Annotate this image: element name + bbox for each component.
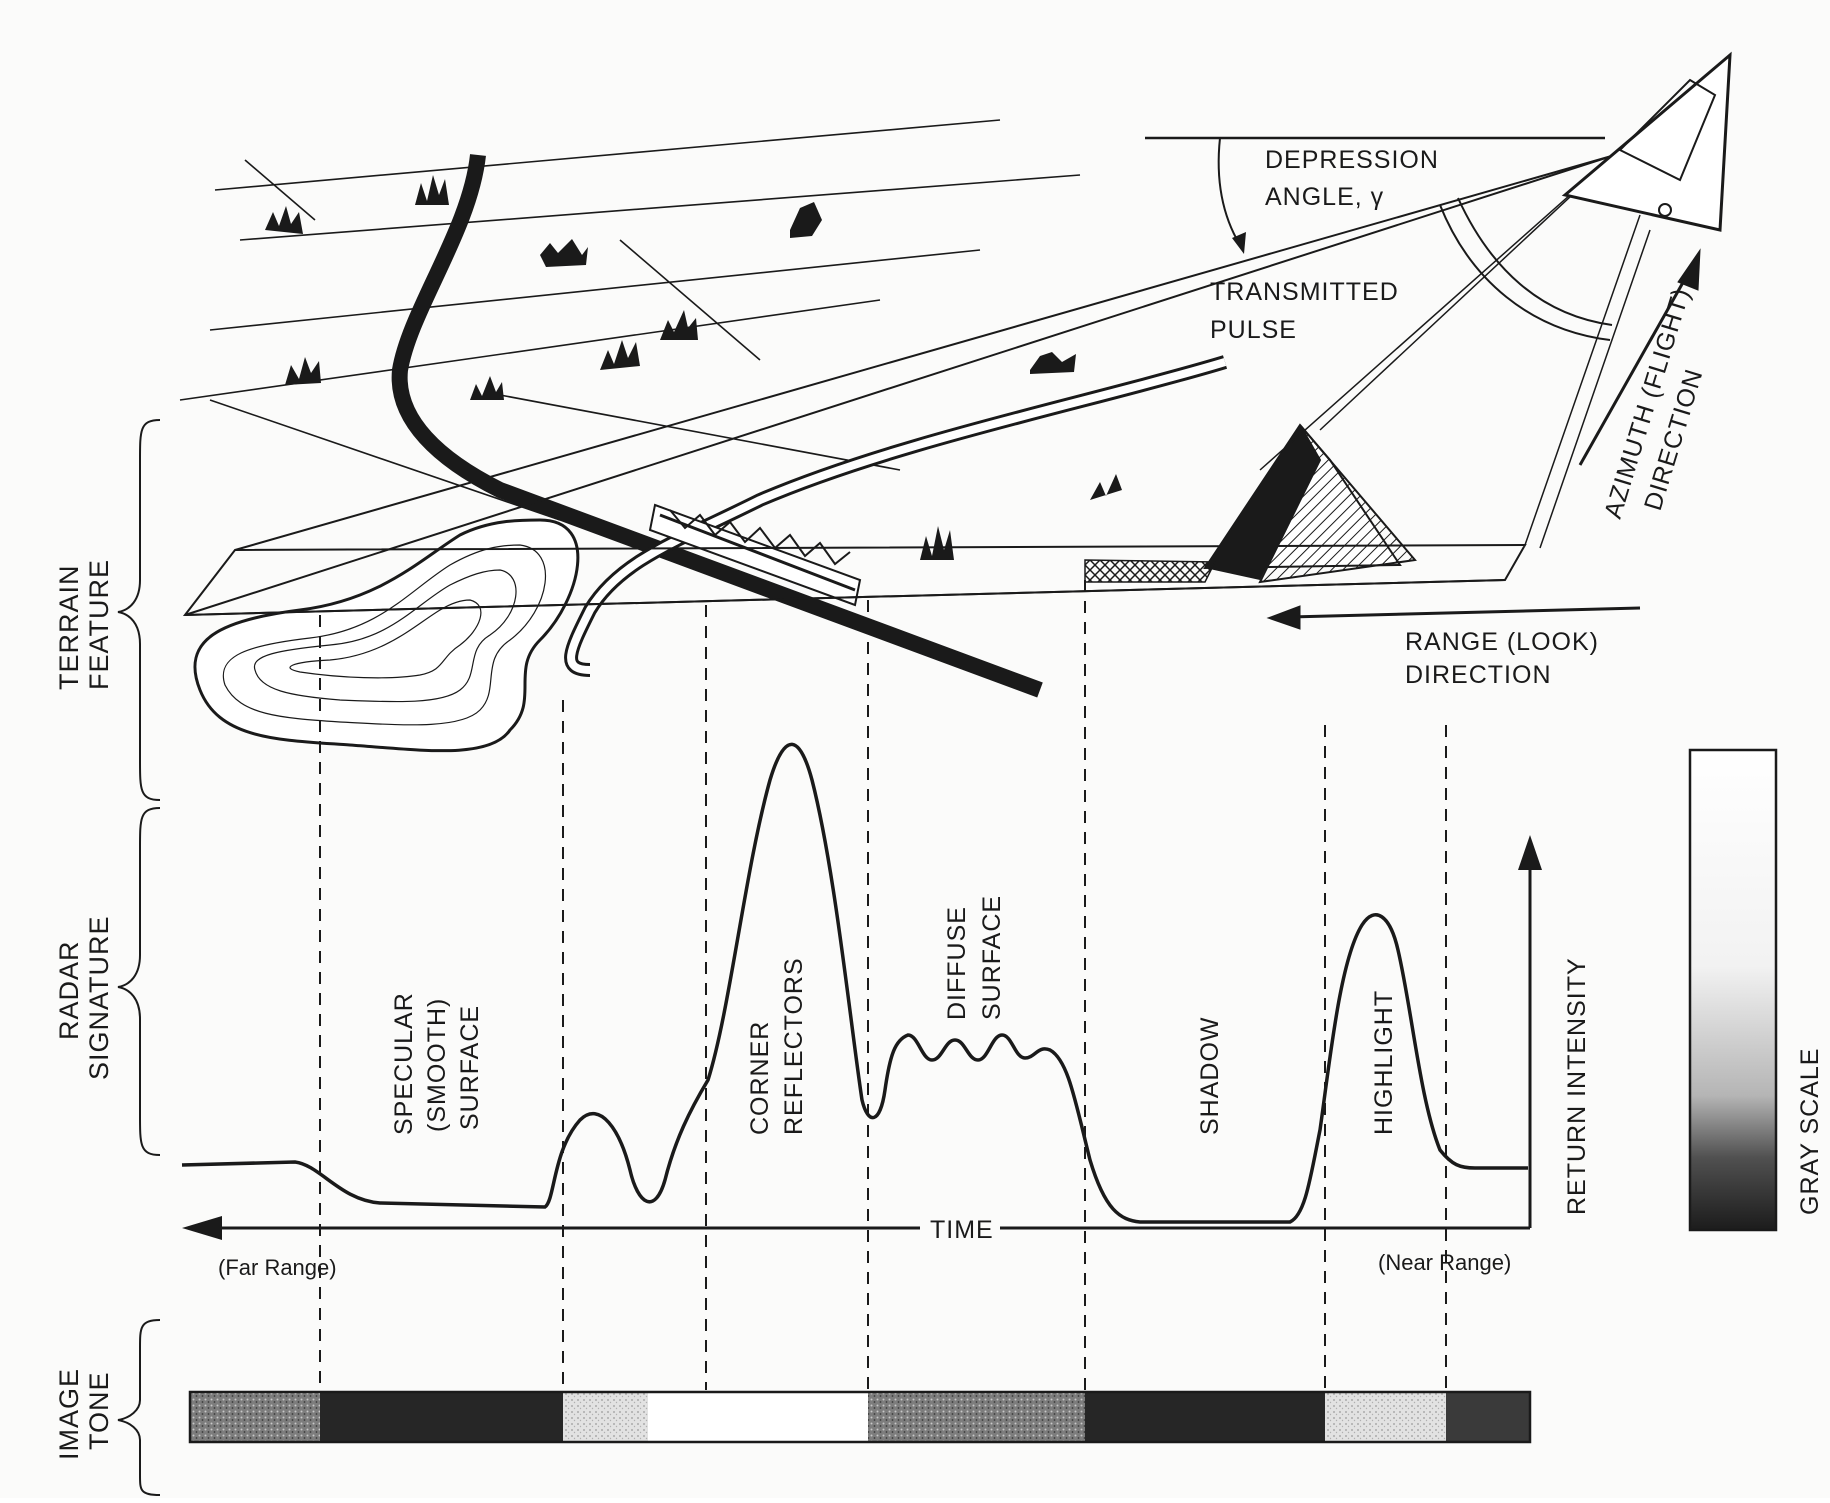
corner-label-1: CORNER	[746, 1021, 774, 1135]
aircraft-geometry	[184, 51, 1732, 630]
diffuse-label-1: DIFFUSE	[943, 906, 971, 1020]
road	[391, 154, 1043, 698]
terrain-plane	[182, 543, 1527, 617]
tone-shadow-dark	[1085, 1392, 1325, 1442]
gray-scale-label: GRAY SCALE	[1796, 1048, 1824, 1215]
specular-label-1: SPECULAR	[390, 992, 418, 1135]
field-lines	[179, 119, 1081, 521]
radar-signature-curve	[181, 742, 1528, 1224]
far-range-label: (Far Range)	[218, 1255, 337, 1280]
return-intensity-label: RETURN INTENSITY	[1563, 957, 1591, 1215]
tone-highlight-light	[1325, 1392, 1446, 1442]
transmitted-label: TRANSMITTED	[1210, 278, 1399, 306]
range-label-2: DIRECTION	[1405, 661, 1552, 689]
tone-corner-white	[648, 1392, 868, 1442]
signature-axes	[182, 835, 1542, 1240]
specular-label-3: SURFACE	[456, 1005, 484, 1130]
depression-label-2: ANGLE, γ	[1265, 183, 1384, 211]
image-tone-label-2: TONE	[84, 1371, 114, 1450]
tone-far-speckle	[190, 1392, 320, 1442]
image-tone-strip	[188, 1390, 1532, 1444]
specular-label-2: (SMOOTH)	[423, 998, 451, 1132]
bridge	[648, 503, 862, 607]
tone-near-dark	[1446, 1392, 1530, 1442]
range-label: RANGE (LOOK)	[1405, 628, 1599, 656]
shadow-label: SHADOW	[1196, 1017, 1224, 1136]
radar-signature-label-2: SIGNATURE	[84, 915, 114, 1080]
side-braces	[117, 419, 161, 1496]
corner-label-2: REFLECTORS	[780, 957, 808, 1135]
image-tone-label: IMAGE	[54, 1368, 84, 1460]
terrain-feature-label: TERRAIN	[54, 564, 84, 690]
time-label: TIME	[930, 1216, 994, 1244]
terrain-feature-label-2: FEATURE	[84, 559, 114, 690]
depression-label: DEPRESSION	[1265, 146, 1439, 174]
radar-signature-label: RADAR	[54, 940, 84, 1040]
lake	[193, 518, 580, 753]
diffuse-label-2: SURFACE	[978, 895, 1006, 1020]
transmitted-label-2: PULSE	[1210, 316, 1297, 344]
region-dividers	[319, 580, 1447, 1390]
tone-diffuse-mid	[868, 1392, 1085, 1442]
region-labels: SPECULAR (SMOOTH) SURFACE CORNER REFLECT…	[390, 895, 1398, 1135]
gray-scale-bar	[1688, 748, 1778, 1232]
depression-arc	[1217, 137, 1241, 246]
aircraft	[1561, 51, 1732, 232]
terrain-illustration	[179, 119, 1527, 753]
highlight-label: HIGHLIGHT	[1370, 990, 1398, 1135]
mountain	[1084, 423, 1417, 584]
tone-ripple-light	[563, 1392, 648, 1442]
near-range-label: (Near Range)	[1378, 1250, 1511, 1275]
tone-specular-dark	[320, 1392, 563, 1442]
vegetation	[265, 175, 1122, 560]
